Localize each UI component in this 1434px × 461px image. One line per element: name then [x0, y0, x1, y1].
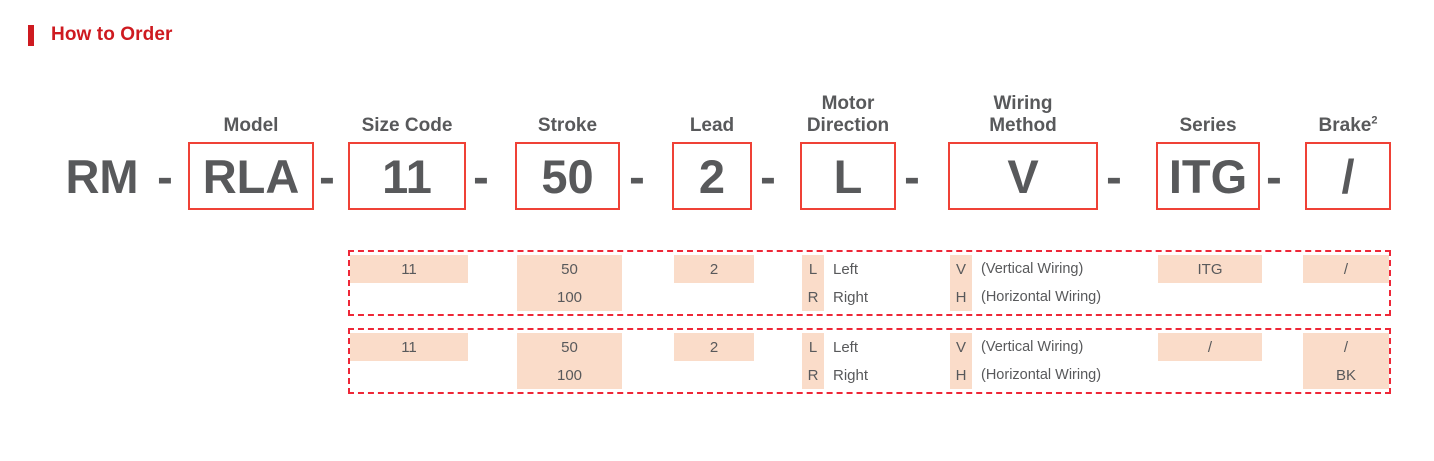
code-box-lead[interactable]: 2 — [672, 142, 752, 210]
option-table-2: 11 50 2 L Left V (Vertical Wiring) / / 1… — [348, 328, 1391, 394]
code-column-model: Model RLA — [188, 78, 314, 228]
cell-wiring-desc: (Horizontal Wiring) — [981, 366, 1102, 383]
code-header-series: Series — [1179, 114, 1237, 136]
cell-stroke[interactable]: 100 — [517, 283, 622, 311]
code-column-lead: Lead 2 — [672, 78, 752, 228]
cell-motor-dir-code[interactable]: R — [802, 361, 824, 389]
code-separator: - — [760, 149, 776, 203]
cell-lead[interactable]: 2 — [674, 255, 754, 283]
cell-lead — [674, 361, 754, 389]
cell-series — [1158, 361, 1262, 389]
code-column-stroke: Stroke 50 — [515, 78, 620, 228]
code-box-model[interactable]: RLA — [188, 142, 314, 210]
code-separator: - — [629, 149, 645, 203]
cell-brake — [1303, 283, 1389, 311]
page-title: How to Order — [28, 24, 173, 46]
code-box-motor-direction[interactable]: L — [800, 142, 896, 210]
code-column-size-code: Size Code 11 — [348, 78, 466, 228]
cell-size-code[interactable]: 11 — [350, 255, 468, 283]
code-prefix: RM — [65, 149, 139, 203]
cell-brake[interactable]: / — [1303, 333, 1389, 361]
cell-wiring-desc: (Vertical Wiring) — [981, 260, 1084, 277]
cell-wiring-desc: (Horizontal Wiring) — [981, 288, 1102, 305]
cell-wiring-code[interactable]: V — [950, 255, 972, 283]
cell-motor-dir-desc: Right — [833, 288, 869, 306]
cell-wiring-code[interactable]: H — [950, 283, 972, 311]
code-separator: - — [1106, 149, 1122, 203]
cell-series — [1158, 283, 1262, 311]
cell-series[interactable]: ITG — [1158, 255, 1262, 283]
code-header-brake: Brake2 — [1318, 114, 1378, 136]
code-separator: - — [473, 149, 489, 203]
cell-size-code — [350, 361, 468, 389]
cell-motor-dir-code[interactable]: R — [802, 283, 824, 311]
cell-size-code[interactable]: 11 — [350, 333, 468, 361]
cell-size-code — [350, 283, 468, 311]
cell-wiring-code[interactable]: V — [950, 333, 972, 361]
table-row: 11 50 2 L Left V (Vertical Wiring) / / — [350, 333, 1389, 361]
cell-series[interactable]: / — [1158, 333, 1262, 361]
cell-motor-dir-desc: Left — [833, 260, 859, 278]
code-column-series: Series ITG — [1156, 78, 1260, 228]
code-box-brake[interactable]: / — [1305, 142, 1391, 210]
table-row: 11 50 2 L Left V (Vertical Wiring) ITG / — [350, 255, 1389, 283]
cell-wiring-code[interactable]: H — [950, 361, 972, 389]
code-box-wiring-method[interactable]: V — [948, 142, 1098, 210]
code-box-size-code[interactable]: 11 — [348, 142, 466, 210]
cell-motor-dir-desc: Right — [833, 366, 869, 384]
page-title-text: How to Order — [51, 24, 173, 45]
code-header-model: Model — [223, 114, 279, 136]
code-separator: - — [319, 149, 335, 203]
code-header-size-code: Size Code — [361, 114, 453, 136]
table-row: 100 R Right H (Horizontal Wiring) BK — [350, 361, 1389, 389]
cell-motor-dir-desc: Left — [833, 338, 859, 356]
title-accent-bar — [28, 24, 34, 46]
cell-stroke[interactable]: 50 — [517, 255, 622, 283]
code-box-stroke[interactable]: 50 — [515, 142, 620, 210]
table-row: 100 R Right H (Horizontal Wiring) — [350, 283, 1389, 311]
code-box-series[interactable]: ITG — [1156, 142, 1260, 210]
code-header-wiring-method: Wiring Method — [989, 93, 1057, 136]
cell-lead — [674, 283, 754, 311]
cell-brake[interactable]: BK — [1303, 361, 1389, 389]
code-separator: - — [157, 149, 173, 203]
cell-brake[interactable]: / — [1303, 255, 1389, 283]
code-column-motor-direction: Motor Direction L — [800, 78, 896, 228]
code-separator: - — [904, 149, 920, 203]
model-code-diagram: RM - Model RLA - Size Code 11 - Stroke 5… — [0, 78, 1434, 228]
cell-motor-dir-code[interactable]: L — [802, 255, 824, 283]
brake-footnote-marker: 2 — [1371, 114, 1378, 127]
cell-lead[interactable]: 2 — [674, 333, 754, 361]
code-header-motor-direction: Motor Direction — [806, 93, 890, 136]
cell-motor-dir-code[interactable]: L — [802, 333, 824, 361]
option-table-1: 11 50 2 L Left V (Vertical Wiring) ITG /… — [348, 250, 1391, 316]
code-column-wiring-method: Wiring Method V — [948, 78, 1098, 228]
code-column-brake: Brake2 / — [1305, 78, 1391, 228]
cell-stroke[interactable]: 50 — [517, 333, 622, 361]
code-header-lead: Lead — [689, 114, 735, 136]
cell-stroke[interactable]: 100 — [517, 361, 622, 389]
cell-wiring-desc: (Vertical Wiring) — [981, 338, 1084, 355]
code-separator: - — [1266, 149, 1282, 203]
code-header-stroke: Stroke — [537, 114, 598, 136]
